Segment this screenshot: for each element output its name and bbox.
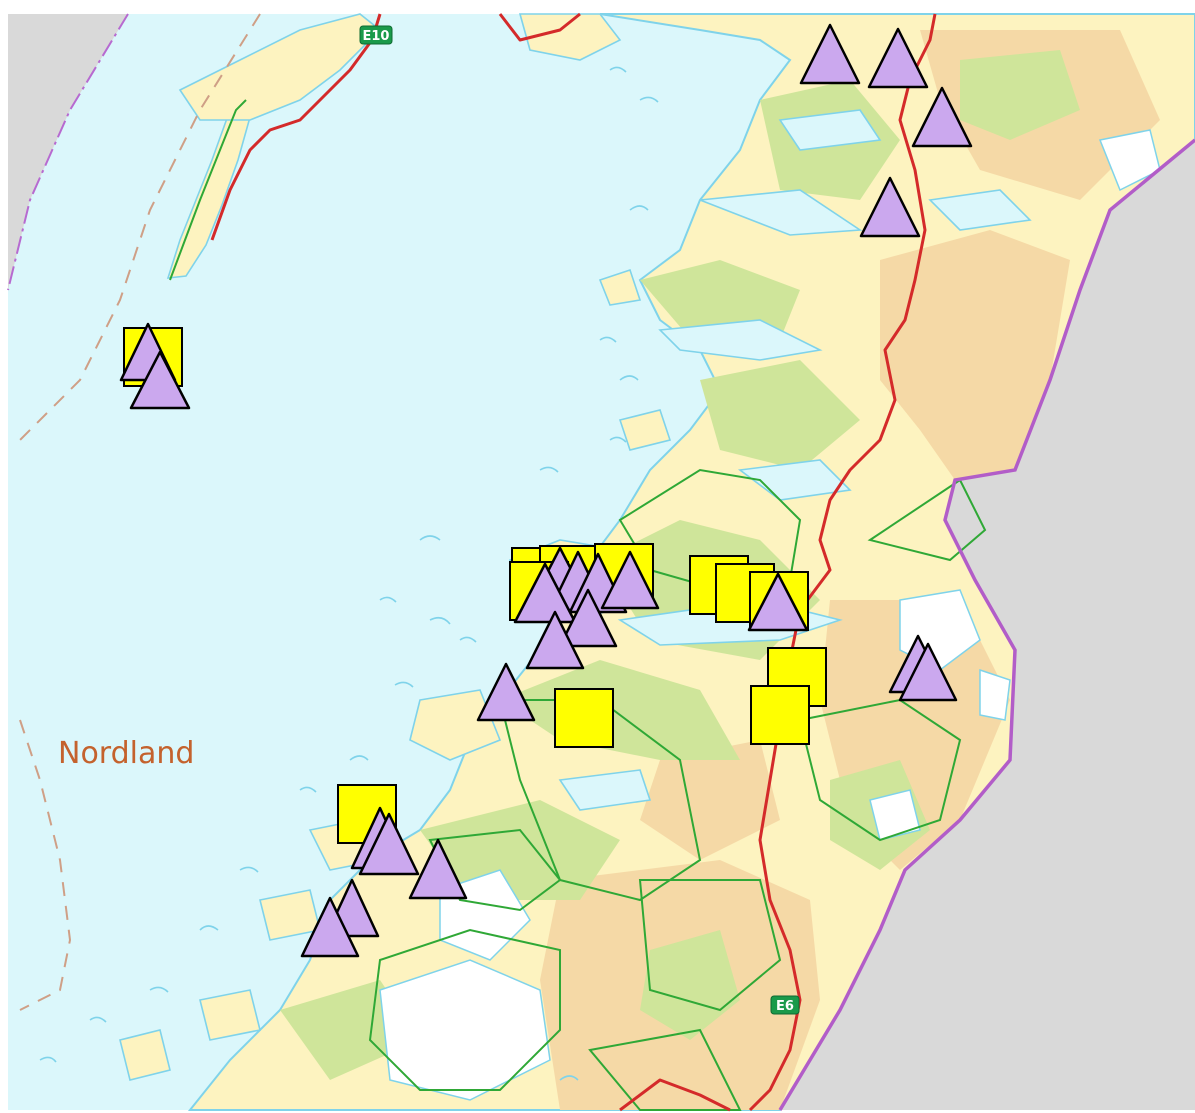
neighbour-country [8, 14, 1195, 1110]
borders [7, 13, 1195, 1111]
maritime-boundary-outer [19, 13, 261, 441]
triangle-marker[interactable] [799, 23, 861, 85]
square-marker[interactable] [750, 685, 810, 745]
triangle-marker[interactable] [408, 838, 468, 900]
fjords [558, 109, 1032, 811]
road-shield-e10: E10 [359, 25, 393, 45]
triangle-marker[interactable] [600, 550, 660, 610]
triangle-marker[interactable] [859, 176, 921, 238]
markers[interactable] [119, 23, 973, 958]
square-marker[interactable] [554, 688, 614, 748]
triangle-marker[interactable] [525, 610, 585, 670]
triangle-marker[interactable] [558, 588, 618, 648]
triangle-marker[interactable] [476, 662, 536, 722]
triangle-marker[interactable] [300, 896, 360, 958]
triangle-marker[interactable] [898, 642, 958, 702]
territorial-border [7, 13, 129, 291]
national-border [778, 138, 1195, 1111]
roads [210, 12, 937, 1112]
triangle-marker[interactable] [358, 812, 420, 876]
road-shield-e6-label: E6 [776, 999, 794, 1014]
road-shield-e10-label: E10 [363, 29, 390, 44]
road-e10 [210, 13, 382, 241]
skerries [39, 66, 659, 1081]
maritime-boundary-inner [19, 719, 72, 1011]
triangle-marker[interactable] [129, 350, 191, 410]
road-shield-e6: E6 [770, 995, 800, 1015]
triangle-marker[interactable] [513, 562, 577, 624]
road-e6 [748, 13, 937, 1112]
triangle-marker[interactable] [747, 572, 809, 632]
triangle-marker[interactable] [867, 27, 929, 89]
region-label: Nordland [58, 736, 194, 771]
triangle-marker[interactable] [911, 86, 973, 148]
